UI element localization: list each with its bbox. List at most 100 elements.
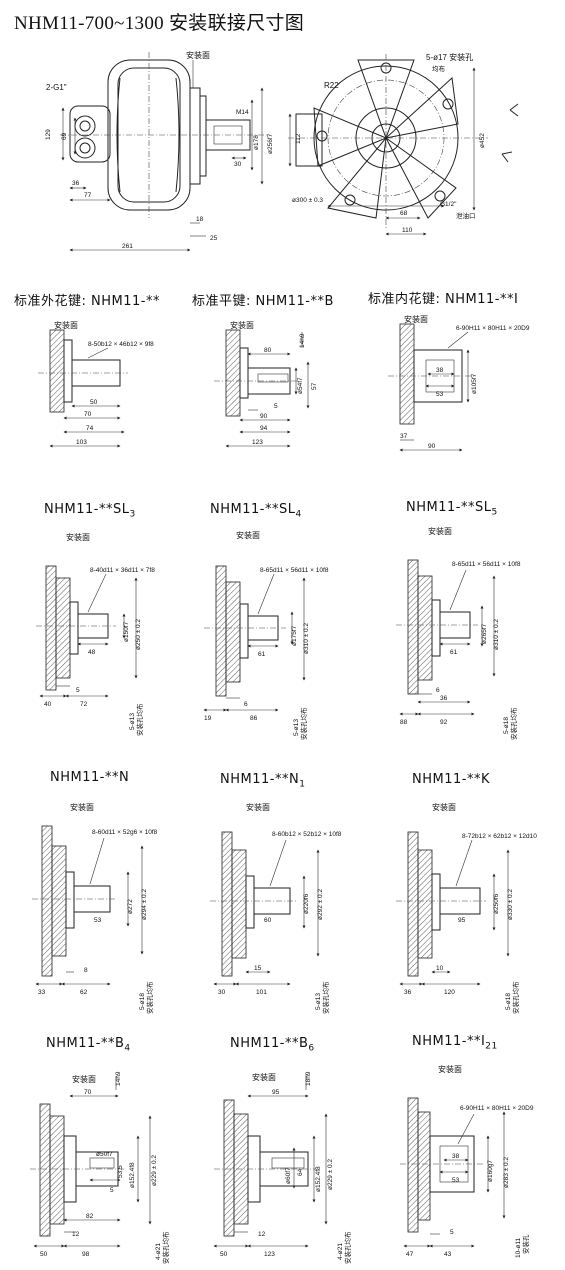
row1-1-dim-3: 6 [244,701,248,708]
row3-2-title: NHM11-**I21 [412,1034,498,1052]
row3-1-drawing: 安装面 18h9 95 ø60f7 64 ø152.4f8 ø229 ± 0.2… [213,1071,352,1264]
row1-0-dim-7: 安装孔均布 [135,703,144,736]
shaft-2-spec: 6-90H11 × 80H11 × 20D9 [456,325,530,332]
row1-1-dim-7: 安装孔均布 [299,707,308,740]
row3-0-dim-11: 安装孔均布 [161,1231,170,1264]
dim-77: 77 [84,192,92,199]
shaft-1-dim-3: 94 [260,425,268,432]
shaft-2-dim-0: 38 [436,367,444,374]
shaft-2-dim-3: 37 [400,433,408,440]
row3-1-dim-9: 安装孔均布 [343,1231,352,1264]
shaft-0-title: 标准外花键: NHM11-** [14,294,160,309]
row1-0-dim-0: 48 [88,649,96,656]
row2-2-dim-7: 安装孔均布 [511,981,520,1014]
row2-0-dim-5: 62 [80,989,88,996]
row2-0-drawing: 安装面 8-60d11 × 52g6 × 10f8 53 ø272 ø294 ±… [32,802,158,1014]
row3-2-label: 安装面 [438,1064,462,1074]
row1-1-drawing: 安装面 8-65d11 × 56d11 × 10f8 61 ø175f7 ø31… [203,530,329,740]
row2-2-dim-6: 5-ø18 [505,993,512,1010]
dim-68: 68 [400,210,408,217]
row2-1-drawing: 安装面 8-60b12 × 52b12 × 10f8 60 ø220f6 ø29… [210,802,342,1014]
row3-0-spec: 14h9 [115,1071,122,1086]
shaft-1-dim-6: 57 [311,382,318,390]
shaft-0-dim-3: 103 [76,439,87,446]
dim-110: 110 [402,227,413,234]
shaft-1-dim-0: 80 [264,347,272,354]
dim-300: ø300 ± 0.3 [292,197,323,204]
row2-2-dim-1: ø250f6 [493,893,500,914]
row2-1-dim-3: 15 [254,965,262,972]
row3-2-dim-2: ø160g7 [487,1160,494,1182]
row3-2-drawing: 安装面 6-90H11 × 80H11 × 20D9 38 53 ø160g7 … [400,1064,534,1258]
row2-1-label: 安装面 [246,802,270,812]
row1-0-dim-5: 72 [80,701,88,708]
row2-1-dim-0: 60 [264,917,272,924]
drain-label: 泄油口 [456,211,476,220]
row3-0-dim-4: ø229 ± 0.2 [151,1155,158,1186]
row3-1-dim-6: 50 [220,1251,228,1258]
row2-0-dim-7: 安装孔均布 [145,981,154,1014]
row3-0-drawing: 安装面 14h9 70 ø50f7 53.5 ø152.4f8 ø229 ± 0… [30,1071,170,1264]
row3-1-dim-8: 4-ø21 [337,1243,344,1260]
row1-0-title: NHM11-**SL3 [44,502,136,520]
row2-2-drawing: 安装面 8-72b12 × 62b12 × 12d10 95 ø250f6 ø3… [396,802,537,1014]
row1-2-dim-5: 88 [400,719,408,726]
shaft-1-title: 标准平键: NHM11-**B [192,294,334,309]
row1-2-dim-0: 61 [450,649,458,656]
shaft-2-dim-1: 53 [436,391,444,398]
row2-2-title: NHM11-**K [412,772,490,787]
row2-0-dim-4: 33 [38,989,46,996]
row2-0-label: 安装面 [70,802,94,812]
shaft-1-dim-1: 5 [274,403,278,410]
dim-452: ø452 [479,133,486,148]
row1-1-dim-6: 5-ø13 [293,719,300,736]
holes-label: 5-ø17 安装孔 [426,52,473,62]
row1-0-dim-1: ø150f7 [123,621,130,642]
row2-0-dim-2: ø294 ± 0.2 [141,889,148,920]
row1-2-label: 安装面 [428,526,452,536]
row2-1-title: NHM11-**N1 [220,772,306,790]
row3-0-dim-1: ø50f7 [96,1151,113,1158]
shaft-2-dim-2: ø105f7 [471,373,478,394]
row1-0-dim-6: 5-ø13 [129,713,136,730]
row1-2-dim-1: ø265f7 [481,623,488,644]
row3-0-dim-2: 53.5 [117,1165,124,1178]
row3-0-dim-6: 82 [86,1213,94,1220]
g12-label: G1/2" [440,201,457,208]
row1-1-spec: 8-65d11 × 56d11 × 10f8 [260,567,329,574]
dim-261: 261 [122,243,133,250]
row2-1-dim-4: 30 [218,989,226,996]
row1-1-dim-4: 19 [204,715,212,722]
dim-36: 36 [72,180,80,187]
row3-2-dim-7: 10-ø11 [515,1238,522,1258]
row1-1-dim-1: ø175f7 [291,625,298,646]
shaft-1-dim-5: ø54f7 [297,377,304,394]
row2-2-spec: 8-72b12 × 62b12 × 12d10 [462,833,537,840]
row2-2-dim-4: 36 [404,989,412,996]
row1-1-dim-0: 61 [258,651,266,658]
dim-256: ø256f7 [267,133,274,154]
row3-2-dim-8: 安装孔 [521,1234,530,1254]
row3-2-dim-6: 43 [444,1251,452,1258]
dim-18: 18 [196,216,204,223]
row2-0-title: NHM11-**N [50,770,130,785]
main-front-view: 2-G1" 安装面 129 69 36 77 261 18 25 30 M14 … [45,50,274,252]
shaft-1-drawing: 安装面 14h9 80 5 90 94 123 ø54f7 57 [214,320,318,448]
row3-0-dim-9: 98 [82,1251,90,1258]
row2-0-dim-1: ø272 [127,899,134,914]
row2-1-dim-6: 5-ø13 [315,993,322,1010]
dim-178: ø178 [253,135,260,150]
dim-m14: M14 [236,109,249,116]
row3-0-dim-0: 70 [84,1089,92,1096]
shaft-0-spec: 8-50b12 × 46b12 × 9f8 [88,341,154,348]
row1-2-drawing: 安装面 8-65d11 × 56d11 × 10f8 61 ø265f7 ø31… [396,526,521,740]
row1-2-dim-4: 36 [440,695,448,702]
row3-2-dim-5: 47 [406,1251,414,1258]
row3-2-spec: 6-90H11 × 80H11 × 20D9 [460,1105,534,1112]
row2-1-dim-5: 101 [256,989,267,996]
shaft-1-spec: 14h9 [299,333,306,348]
row3-0-dim-8: 50 [40,1251,48,1258]
dim-30: 30 [234,161,242,168]
row1-2-dim-6: 92 [440,719,448,726]
shaft-0-dim-0: 50 [90,399,98,406]
